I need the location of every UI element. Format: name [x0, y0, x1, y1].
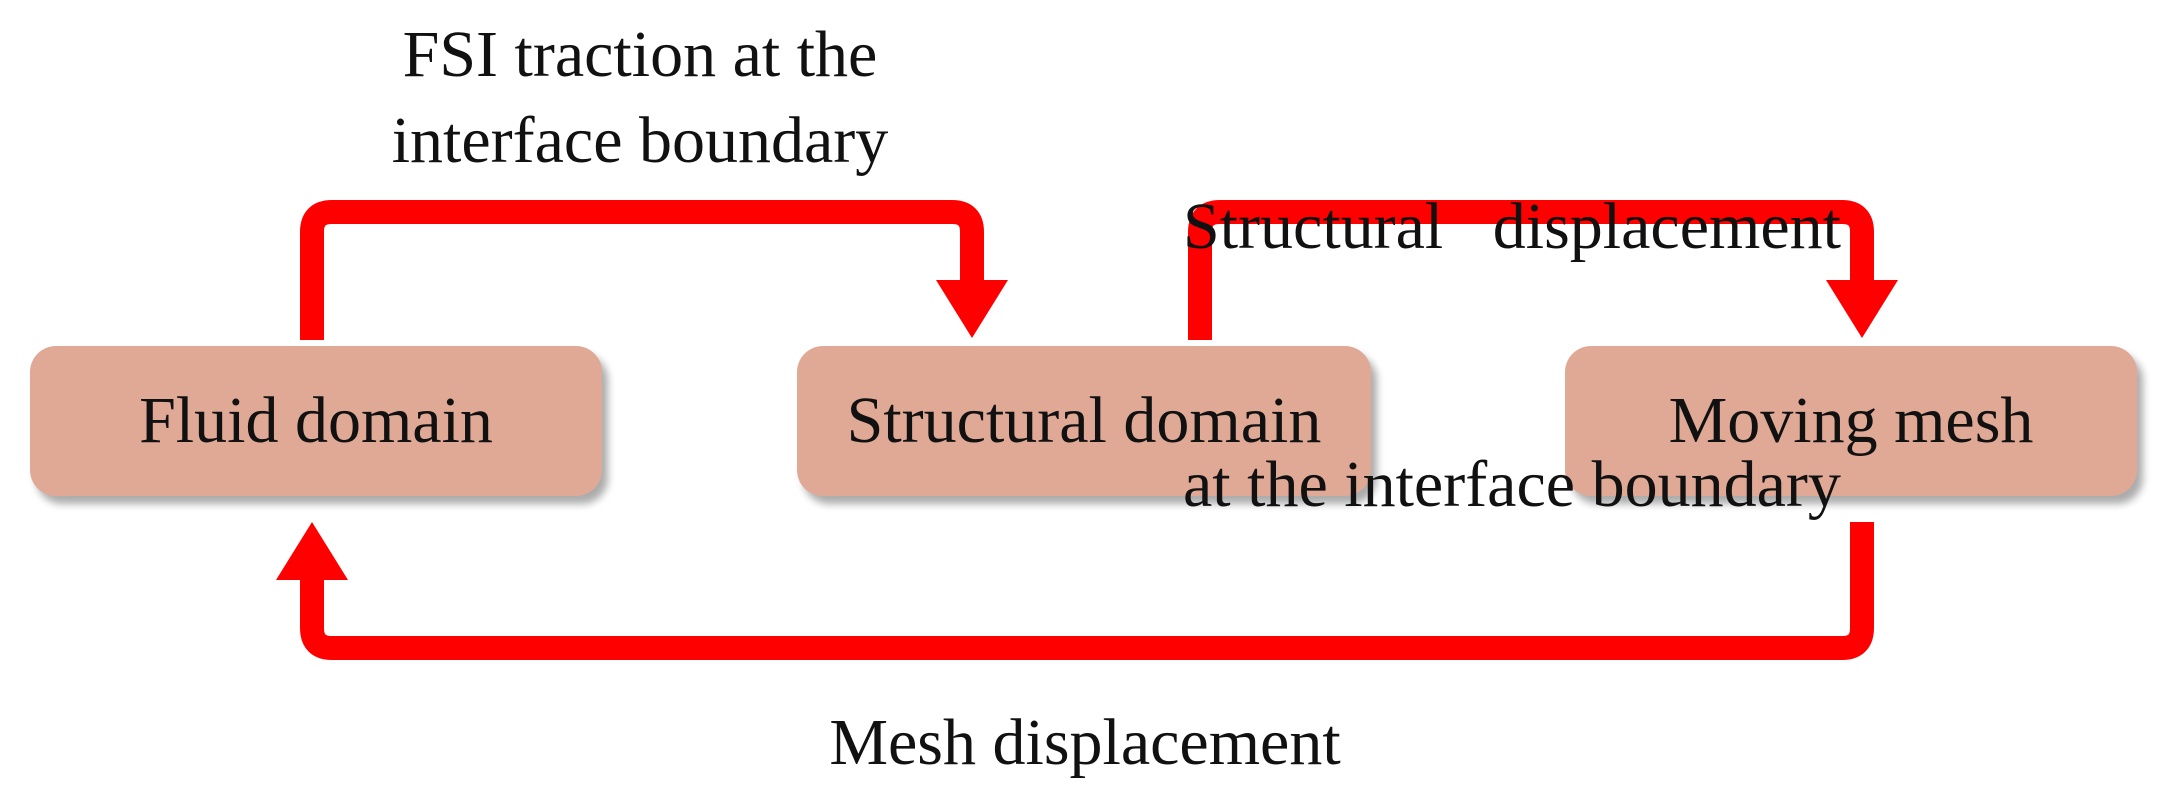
edge-label-structural-displacement: Structural displacement at the interface…	[1183, 12, 1943, 700]
edge-label-fsi-traction-line1: FSI traction at the	[402, 18, 878, 91]
node-moving-mesh-label: Moving mesh	[1668, 384, 2034, 457]
arrow-mesh-to-fluid	[276, 522, 1874, 660]
edge-label-structural-displacement-line1: Structural displacement	[1183, 190, 1841, 263]
edge-label-mesh-displacement: Mesh displacement	[760, 700, 1410, 786]
edge-label-fsi-traction-line2: interface boundary	[391, 104, 889, 177]
node-structural-domain-label: Structural domain	[846, 384, 1322, 457]
arrow-fluid-to-structural	[300, 200, 1008, 340]
edge-label-fsi-traction: FSI traction at the interface boundary	[355, 12, 925, 184]
node-fluid-domain: Fluid domain	[30, 346, 602, 496]
arrow-structural-to-mesh	[1188, 200, 1898, 340]
node-moving-mesh: Moving mesh	[1565, 346, 2137, 496]
node-structural-domain: Structural domain	[797, 346, 1371, 496]
node-fluid-domain-label: Fluid domain	[139, 384, 493, 457]
edge-label-structural-displacement-line2: at the interface boundary	[1183, 448, 1841, 521]
edge-label-mesh-displacement-line1: Mesh displacement	[829, 706, 1341, 779]
